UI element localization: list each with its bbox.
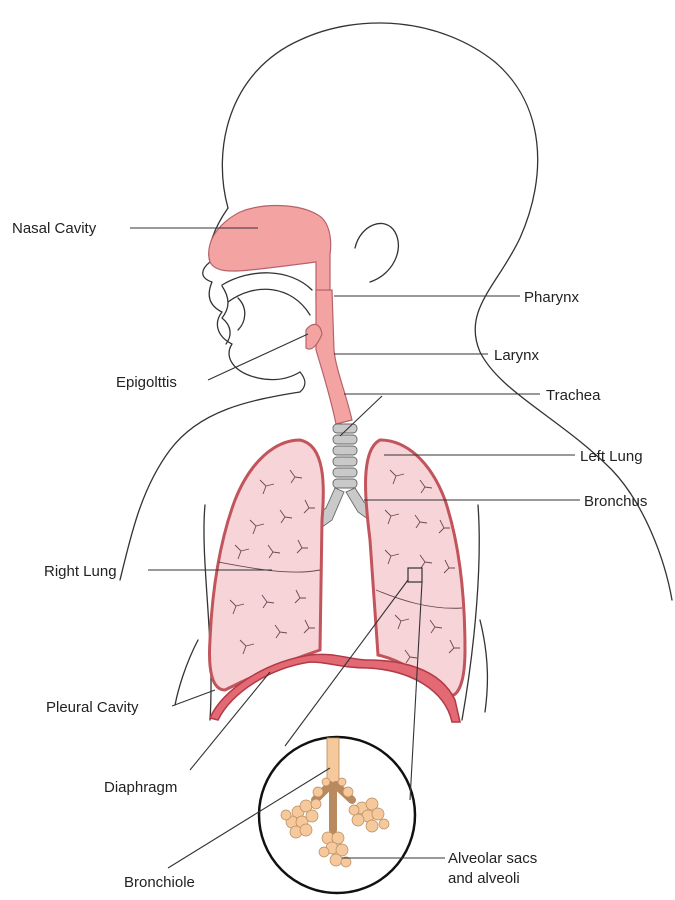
right-lung-shape <box>210 440 324 690</box>
teeth-lower <box>238 298 245 330</box>
trachea-ring <box>333 457 357 466</box>
left-body-side <box>204 505 211 720</box>
leader-epiglottis <box>208 334 308 380</box>
label-alveolar-line1: Alveolar sacs <box>448 850 537 867</box>
label-right-lung: Right Lung <box>44 563 117 580</box>
palate <box>222 273 312 290</box>
label-bronchiole: Bronchiole <box>124 874 195 891</box>
mouth <box>222 273 312 344</box>
trachea-ring <box>333 479 357 488</box>
label-left-lung: Left Lung <box>580 448 643 465</box>
label-trachea: Trachea <box>546 387 601 404</box>
label-larynx: Larynx <box>494 347 540 364</box>
label-nasal-cavity: Nasal Cavity <box>12 220 97 237</box>
label-pharynx: Pharynx <box>524 289 580 306</box>
trachea-ring <box>333 435 357 444</box>
nasal-cavity-shape <box>209 206 331 300</box>
teeth-upper <box>222 286 230 344</box>
pharynx-shape <box>316 290 352 424</box>
trachea-ring <box>333 468 357 477</box>
right-arm-line <box>175 640 198 705</box>
upper-airway <box>209 206 352 424</box>
ear <box>355 223 398 282</box>
label-epiglottis: Epigolttis <box>116 374 177 391</box>
tongue <box>228 289 310 315</box>
label-alveolar-line2: and alveoli <box>448 870 520 887</box>
trachea-ring <box>333 446 357 455</box>
label-bronchus: Bronchus <box>584 493 647 510</box>
label-pleural-cavity: Pleural Cavity <box>46 699 139 716</box>
label-diaphragm: Diaphragm <box>104 779 177 796</box>
left-arm-line <box>480 620 487 712</box>
